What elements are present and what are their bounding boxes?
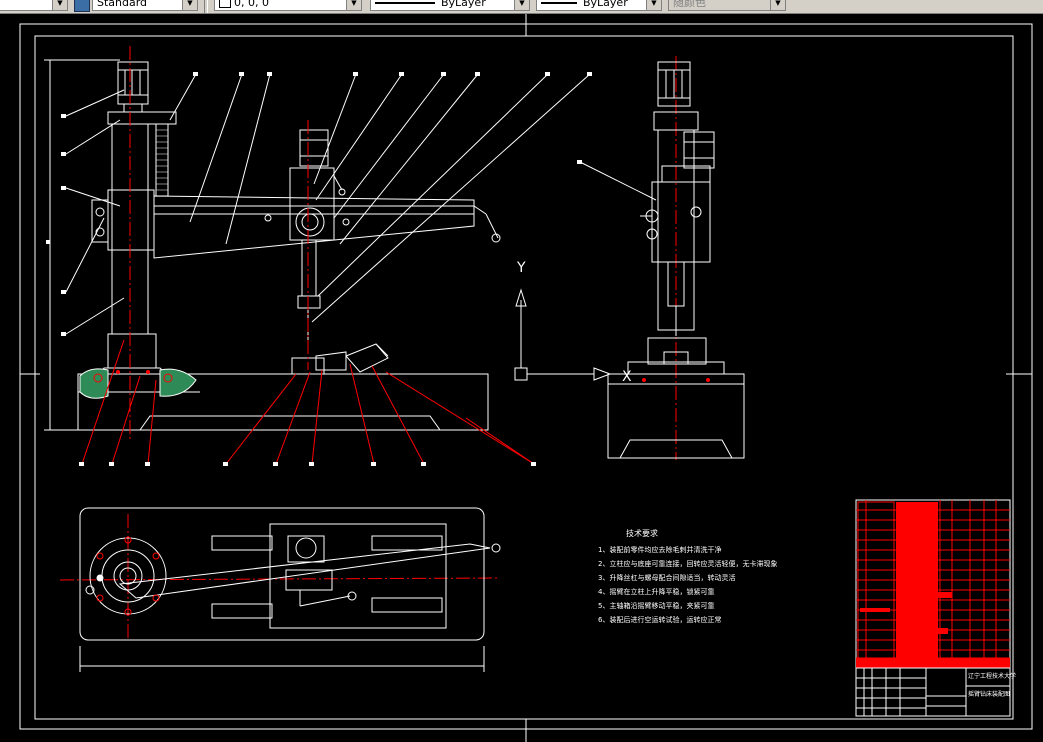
toolbar-separator [204, 0, 208, 13]
chevron-down-icon[interactable]: ▼ [52, 0, 67, 10]
note-line: 2、立柱应与底座可靠连接，回转应灵活轻便，无卡滞现象 [598, 559, 777, 568]
color-value: 0, 0, 0 [234, 0, 269, 9]
part-leaders-bottom [81, 339, 535, 465]
lineweight-sample [541, 2, 577, 4]
drawing-name: 摇臂钻床装配图 [968, 690, 1010, 698]
svg-text:Y: Y [516, 260, 526, 276]
leader-balloons [46, 72, 592, 466]
title-block-text: 辽宁工程技术大学 摇臂钻床装配图 [968, 672, 1016, 698]
note-line: 4、摇臂在立柱上升降平稳，锁紧可靠 [598, 587, 714, 596]
chevron-down-icon: ▼ [770, 0, 785, 10]
chevron-down-icon[interactable]: ▼ [646, 0, 661, 10]
svg-text:X: X [622, 369, 632, 385]
color-combo[interactable]: 0, 0, 0 ▼ [214, 0, 362, 11]
part-leaders [65, 73, 657, 335]
note-line: 6、装配后进行空运转试验，运转应正常 [598, 615, 721, 624]
plot-style-combo: 随颜色 ▼ [668, 0, 786, 11]
ucs-icon: Y X [514, 260, 632, 385]
chevron-down-icon[interactable]: ▼ [346, 0, 361, 10]
front-view [44, 59, 501, 431]
foundation-hatch [79, 368, 197, 399]
title-block [855, 667, 1011, 717]
layer-combo[interactable]: ▼ [0, 0, 68, 11]
note-line: 1、装配前零件均应去除毛刺并清洗干净 [598, 545, 721, 554]
school-name: 辽宁工程技术大学 [968, 672, 1016, 680]
linetype-sample [375, 2, 435, 4]
note-line: 3、升降丝杠与螺母配合间隙适当，转动灵活 [598, 573, 735, 582]
top-view-bolts [96, 536, 160, 616]
text-style-icon [74, 0, 90, 12]
center-lines [59, 46, 677, 640]
text-style-combo[interactable]: Standard ▼ [92, 0, 198, 11]
drawing-canvas[interactable]: Y X [0, 14, 1043, 742]
chevron-down-icon[interactable]: ▼ [182, 0, 197, 10]
technical-notes: 技术要求 1、装配前零件均应去除毛刺并清洗干净 2、立柱应与底座可靠连接，回转应… [598, 528, 777, 624]
text-style-value: Standard [97, 0, 148, 9]
lineweight-combo[interactable]: ByLayer ▼ [536, 0, 662, 11]
bill-of-materials [855, 499, 1011, 669]
properties-toolbar: ▼ Standard ▼ 0, 0, 0 ▼ ByLayer ▼ ByLayer… [0, 0, 1043, 14]
notes-title: 技术要求 [626, 528, 658, 538]
linetype-combo[interactable]: ByLayer ▼ [370, 0, 530, 11]
note-line: 5、主轴箱沿摇臂移动平稳，夹紧可靠 [598, 601, 714, 610]
linetype-value: ByLayer [441, 0, 486, 9]
sheet-frame [19, 14, 1033, 742]
top-view [79, 507, 501, 672]
chevron-down-icon[interactable]: ▼ [514, 0, 529, 10]
plot-style-value: 随颜色 [673, 0, 706, 9]
side-view [607, 61, 745, 459]
color-swatch-icon [219, 0, 231, 8]
lineweight-value: ByLayer [583, 0, 628, 9]
